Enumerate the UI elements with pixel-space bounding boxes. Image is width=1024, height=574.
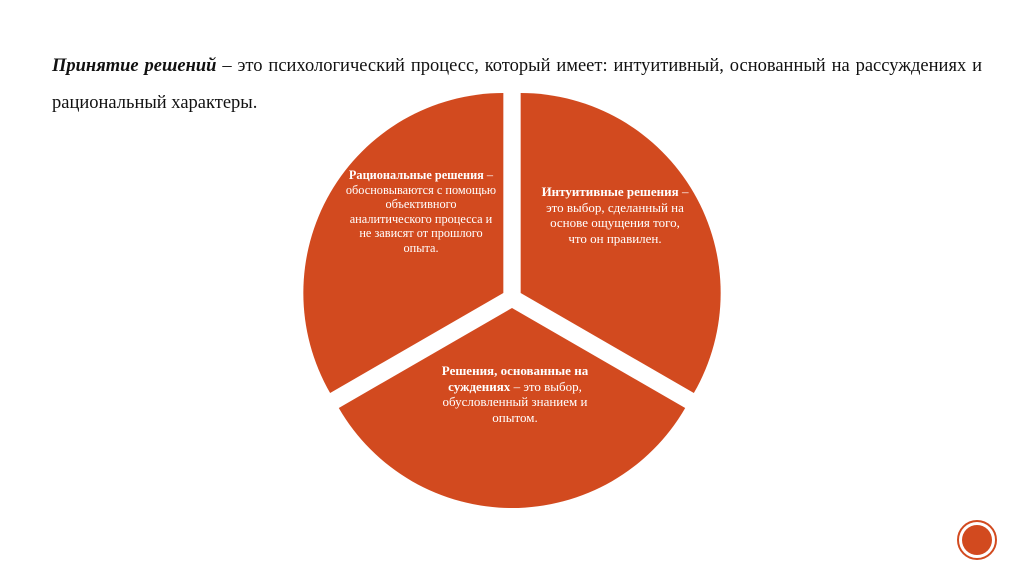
segment-rational (303, 93, 504, 393)
circle-badge-icon (957, 520, 997, 560)
segment-rational-lead: Рациональные решения (348, 168, 484, 182)
segment-intuitive (520, 93, 721, 393)
segment-judgment-lead: Решения, основанные на суждениях (441, 363, 589, 394)
circle-badge-dot (962, 525, 992, 555)
heading-definition: – это психологический процесс, который и… (52, 56, 982, 113)
page-heading: Принятие решений – это психологический п… (52, 48, 982, 122)
segment-judgment (338, 308, 686, 508)
segment-intuitive-text: Интуитивные решения – это выбор, сделанн… (540, 184, 690, 246)
segment-judgment-desc: – это выбор, обусловленный знанием и опы… (442, 378, 588, 425)
segment-judgment-text: Решения, основанные на суждениях – это в… (430, 363, 600, 425)
segment-rational-desc: – обосновываются с помощью объективного … (345, 168, 497, 255)
segment-intuitive-lead: Интуитивные решения (541, 184, 679, 199)
segment-intuitive-desc: – это выбор, сделанный на основе ощущени… (546, 184, 689, 246)
heading-term: Принятие решений (52, 56, 217, 76)
segment-rational-text: Рациональные решения – обосновываются с … (345, 168, 497, 255)
